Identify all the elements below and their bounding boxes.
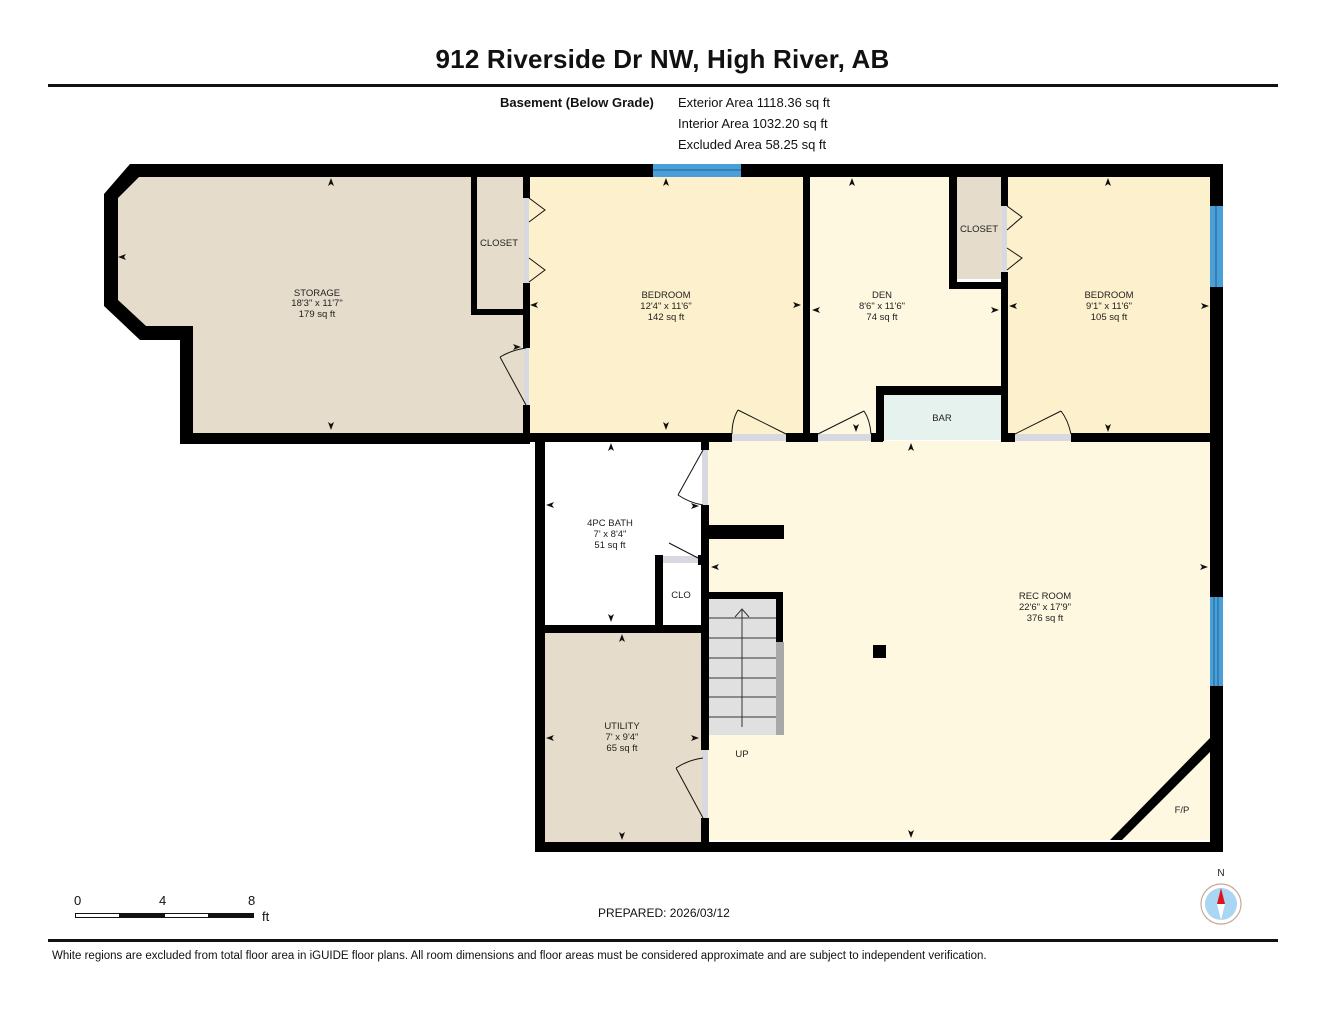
scale-tick-4: 4 (159, 893, 167, 908)
floor-label: Basement (Below Grade) (500, 95, 654, 110)
bedroom-1-dims: 12'4" x 11'6" (640, 301, 691, 312)
window-rec (1210, 597, 1223, 686)
bedroom-2-name: BEDROOM (1084, 290, 1133, 301)
footer-divider (48, 939, 1278, 942)
compass-north-label: N (1217, 868, 1224, 879)
storage-name: STORAGE (294, 288, 340, 299)
compass-south-needle (1217, 904, 1225, 920)
utility-area: 65 sq ft (606, 743, 638, 754)
utility-dims: 7' x 9'4" (606, 732, 639, 743)
page-title: 912 Riverside Dr NW, High River, AB (435, 44, 890, 74)
den-name: DEN (872, 290, 892, 301)
bath-dims: 7' x 8'4" (594, 529, 627, 540)
room-storage (110, 176, 527, 436)
bedroom-1-name: BEDROOM (641, 290, 690, 301)
room-clo (662, 561, 703, 627)
scale-bar: 0 4 8 ft (72, 893, 282, 933)
stairs (709, 599, 784, 735)
storage-dims: 18'3" x 11'7" (291, 298, 342, 309)
dimension-markers (118, 178, 1209, 840)
bath-name: 4PC BATH (587, 518, 633, 529)
door-swings (499, 197, 1072, 819)
windows (653, 164, 1223, 686)
room-den (809, 176, 1003, 436)
exterior-area: Exterior Area 1118.36 sq ft (678, 95, 830, 110)
walls (104, 164, 1223, 852)
interior-area: Interior Area 1032.20 sq ft (678, 116, 828, 131)
bedroom-2-dims: 9'1" x 11'6" (1086, 301, 1132, 312)
scale-unit: ft (262, 909, 270, 924)
room-utility (543, 632, 703, 842)
bath-area: 51 sq ft (594, 540, 626, 551)
fireplace-label: F/P (1175, 805, 1190, 816)
rec-room-area: 376 sq ft (1027, 613, 1064, 624)
clo-name: CLO (671, 590, 691, 601)
room-closet-1 (476, 176, 526, 309)
closet-1-name: CLOSET (480, 238, 518, 249)
header-divider (48, 84, 1278, 87)
room-bar (882, 395, 1001, 440)
room-closet-2 (957, 176, 1004, 279)
bar-name: BAR (932, 413, 952, 424)
disclaimer: White regions are excluded from total fl… (52, 950, 987, 962)
room-labels: STORAGE 18'3" x 11'7" 179 sq ft CLOSET B… (291, 224, 1189, 816)
compass-north-needle (1217, 888, 1225, 904)
den-area: 74 sq ft (866, 312, 898, 323)
excluded-area: Excluded Area 58.25 sq ft (678, 137, 827, 152)
bedroom-2-area: 105 sq ft (1091, 312, 1128, 323)
room-rec (708, 441, 1214, 840)
stairs-label: UP (735, 749, 748, 760)
prepared-date: PREPARED: 2026/03/12 (598, 906, 730, 920)
den-dims: 8'6" x 11'6" (859, 301, 905, 312)
scale-tick-8: 8 (248, 893, 256, 908)
scale-tick-0: 0 (74, 893, 82, 908)
closet-2-name: CLOSET (960, 224, 998, 235)
bedroom-1-area: 142 sq ft (648, 312, 685, 323)
rec-room-dims: 22'6" x 17'9" (1019, 602, 1071, 613)
compass: N (1198, 866, 1250, 928)
door-openings (524, 198, 1071, 818)
rec-room-name: REC ROOM (1019, 591, 1071, 602)
utility-name: UTILITY (604, 721, 640, 732)
storage-area: 179 sq ft (299, 309, 336, 320)
room-bedroom-2 (1004, 176, 1214, 436)
room-bedroom-1 (527, 176, 805, 436)
